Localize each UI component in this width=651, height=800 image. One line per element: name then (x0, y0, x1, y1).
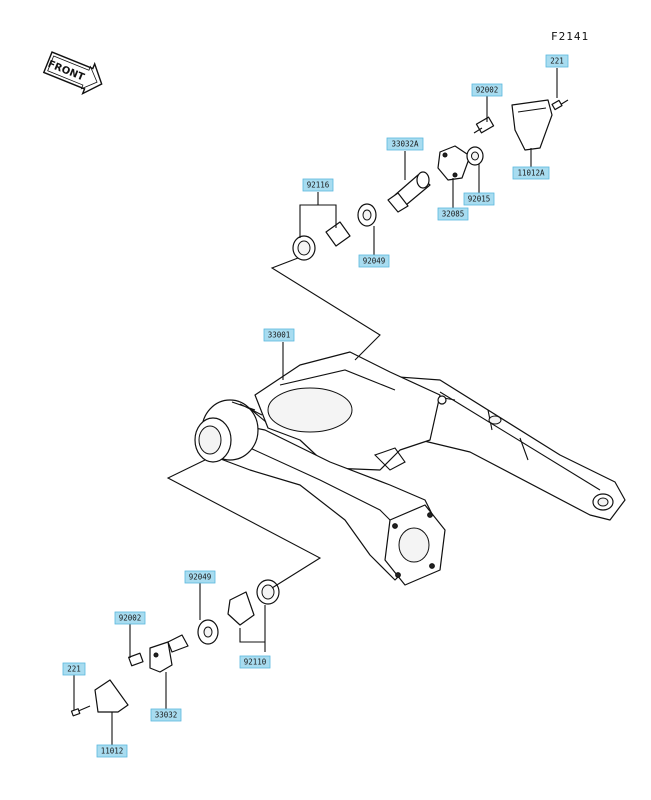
label-92015[interactable]: 92015 (463, 192, 495, 206)
label-92116[interactable]: 92116 (302, 178, 334, 192)
label-221-bottom-text: 221 (67, 665, 81, 674)
label-92015-text: 92015 (468, 195, 491, 204)
label-33032A[interactable]: 33032A (386, 137, 424, 151)
label-33032[interactable]: 33032 (150, 708, 182, 722)
label-92049-top-text: 92049 (363, 257, 386, 266)
top-parts (292, 99, 569, 261)
figure-code: F2141 (551, 30, 589, 43)
label-11012A[interactable]: 11012A (512, 166, 550, 180)
label-92049-bottom-text: 92049 (189, 573, 212, 582)
label-221-top-text: 221 (550, 57, 564, 66)
label-11012A-text: 11012A (517, 169, 545, 178)
label-33001[interactable]: 33001 (263, 328, 295, 342)
label-92110[interactable]: 92110 (239, 655, 271, 669)
label-92002-bottom[interactable]: 92002 (114, 611, 146, 625)
label-92049-top[interactable]: 92049 (358, 254, 390, 268)
label-92049-bottom[interactable]: 92049 (184, 570, 216, 584)
label-32085-text: 32085 (442, 210, 465, 219)
label-11012-text: 11012 (101, 747, 124, 756)
label-11012[interactable]: 11012 (96, 744, 128, 758)
label-92002-top[interactable]: 92002 (471, 83, 503, 97)
front-arrow-icon: FRONT (42, 51, 103, 96)
bottom-parts (70, 579, 280, 717)
label-33032-text: 33032 (155, 711, 178, 720)
label-92002-bottom-text: 92002 (119, 614, 142, 623)
swing-arm (194, 351, 626, 586)
label-32085[interactable]: 32085 (437, 207, 469, 221)
leader-lines (73, 68, 558, 745)
label-221-bottom[interactable]: 221 (62, 662, 86, 676)
label-33032A-text: 33032A (391, 140, 419, 149)
label-92002-top-text: 92002 (476, 86, 499, 95)
label-221-top[interactable]: 221 (545, 54, 569, 68)
label-92110-text: 92110 (244, 658, 267, 667)
label-33001-text: 33001 (268, 331, 291, 340)
label-92116-text: 92116 (307, 181, 330, 190)
